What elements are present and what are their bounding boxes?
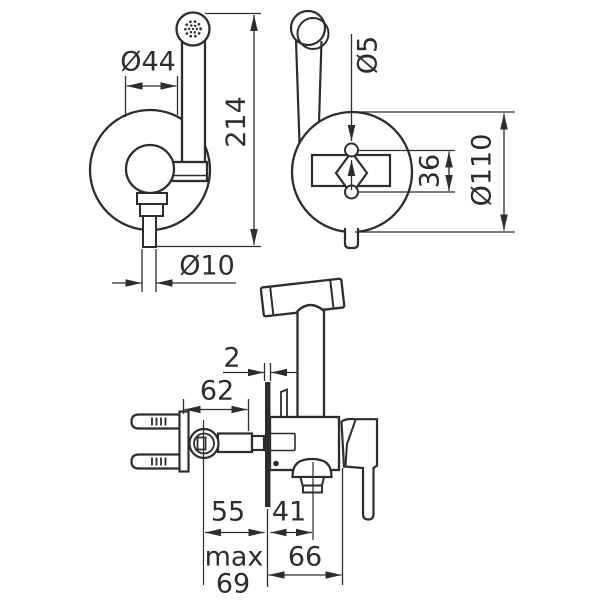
dim-label-hole-spacing: 36 bbox=[415, 154, 446, 188]
dimension-plate-diameter: Ø110 bbox=[355, 111, 515, 233]
lever-handle bbox=[340, 417, 379, 521]
dim-label-spout-diameter: Ø10 bbox=[179, 251, 235, 282]
dim-label-depth-max-word: max bbox=[205, 542, 264, 573]
dimension-body-depth: 66 bbox=[268, 542, 342, 579]
pipe-coupling bbox=[250, 434, 266, 452]
wall-plate-edge bbox=[265, 382, 271, 507]
dim-label-plate-thickness: 2 bbox=[223, 343, 240, 374]
dimension-rough-in: 62 bbox=[182, 376, 250, 431]
dimension-hole-diameter: Ø5 bbox=[347, 34, 384, 141]
supply-pipe bbox=[216, 432, 254, 454]
sprayer-handle-side-right bbox=[317, 40, 323, 124]
dimension-depth: 55 bbox=[205, 497, 265, 537]
sprayer-head-cap-edge bbox=[296, 17, 330, 50]
anchor-knurl-top bbox=[151, 417, 167, 426]
wall-fixing-set bbox=[130, 410, 266, 473]
dim-label-rough-in: 62 bbox=[200, 376, 234, 407]
sprayer-handle-side-left bbox=[294, 40, 301, 144]
sprayer-neck bbox=[296, 303, 326, 419]
side-view: Ø5 36 Ø110 bbox=[289, 9, 515, 250]
dimension-total-height: 214 bbox=[157, 12, 261, 248]
valve-cap bbox=[124, 143, 176, 195]
anchor-knurl-bottom bbox=[151, 457, 167, 466]
dimension-spout-diameter: Ø10 bbox=[112, 249, 236, 292]
dimension-plate-thickness: 2 bbox=[223, 343, 297, 381]
bracket-plate bbox=[178, 410, 190, 473]
spray-nozzle-dots bbox=[184, 20, 202, 38]
sprayer-holder bbox=[170, 160, 209, 183]
set-screw bbox=[273, 460, 279, 467]
plate-stub bbox=[343, 228, 360, 250]
valve-spout bbox=[136, 192, 168, 248]
anchor-pin-bottom bbox=[130, 453, 190, 470]
dimension-outlet-offset: 41 bbox=[270, 497, 312, 537]
dim-label-outlet-offset: 41 bbox=[272, 497, 306, 528]
dimension-depth-max: max 69 bbox=[205, 542, 264, 600]
sprayer-handle bbox=[180, 24, 207, 166]
screw-hole-top bbox=[344, 142, 359, 158]
elbow-square bbox=[196, 436, 207, 451]
anchor-pin-top bbox=[130, 413, 190, 430]
front-view: Ø44 214 Ø10 bbox=[88, 11, 261, 292]
sprayer-head-side bbox=[289, 9, 327, 47]
body-socket bbox=[271, 432, 296, 452]
dim-label-total-height: 214 bbox=[221, 96, 252, 148]
dim-label-plate-diameter: Ø110 bbox=[467, 134, 498, 207]
dimension-cap-diameter: Ø44 bbox=[120, 47, 179, 117]
dim-label-depth: 55 bbox=[211, 497, 245, 528]
holder-post bbox=[280, 388, 288, 417]
dim-label-body-depth: 66 bbox=[288, 542, 322, 573]
outlet-spout bbox=[291, 457, 333, 494]
dim-label-depth-max-value: 69 bbox=[216, 569, 250, 600]
installation-view: 2 62 55 41 max 69 66 bbox=[130, 277, 379, 600]
dim-label-hole-diameter: Ø5 bbox=[353, 36, 384, 74]
dimension-hole-spacing: 36 bbox=[359, 149, 455, 193]
dim-label-cap-diameter: Ø44 bbox=[120, 47, 176, 78]
